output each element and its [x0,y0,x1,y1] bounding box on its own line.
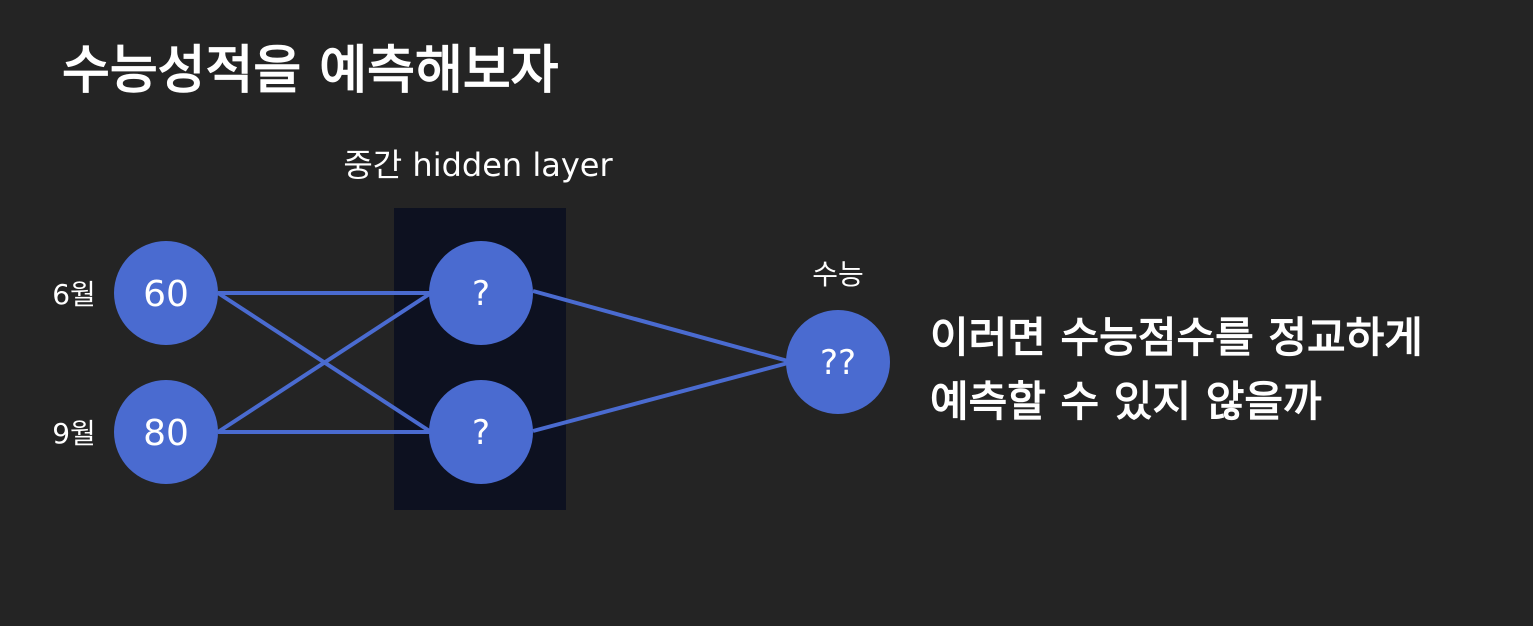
remark-line-1: 이러면 수능점수를 정교하게 [930,313,1423,362]
output-value: ?? [820,343,856,383]
remark-line-2: 예측할 수 있지 않을까 [930,377,1322,426]
hidden-node-1 [429,241,533,345]
output-label: 수능 [812,258,864,291]
hidden-node-2-label: ? [472,413,490,453]
input-node-june [114,241,218,345]
slide-title: 수능성적을 예측해보자 [62,41,559,101]
hidden-node-2 [429,380,533,484]
input-label-september: 9월 [52,417,96,450]
edge-hidden1-output [532,289,789,363]
remark-text: 이러면 수능점수를 정교하게 예측할 수 있지 않을까 [930,306,1510,434]
edge-input2-hidden1 [216,291,433,434]
output-node [786,310,890,414]
hidden-node-1-label: ? [472,274,490,314]
input-label-june: 6월 [52,278,96,311]
hidden-layer-label: 중간 hidden layer [343,146,613,184]
edge-hidden2-output [532,361,789,433]
input-value-september: 80 [143,413,189,454]
input-value-june: 60 [143,274,189,315]
input-node-september [114,380,218,484]
